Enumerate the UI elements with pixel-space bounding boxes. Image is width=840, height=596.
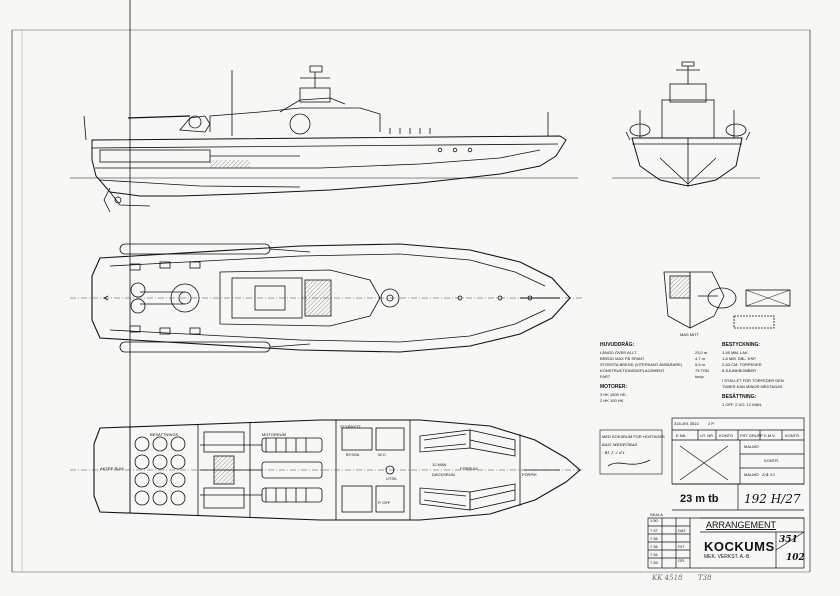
- boat-name: 23 m tb: [680, 493, 719, 505]
- section-label: MAS MITT: [680, 332, 700, 337]
- column-header: E NA.: [676, 433, 687, 438]
- archive-mark: KK 4518: [652, 574, 683, 582]
- revision-row: 7 53: [650, 560, 658, 565]
- revision-row: 7 56: [650, 536, 658, 541]
- interior-plan: [70, 0, 584, 521]
- stamp-line: - Bl. f. 2 d.t: [602, 450, 625, 455]
- revision-label: DAT.: [678, 528, 687, 533]
- armament-item: 1-40 MM. LAK.: [722, 350, 749, 355]
- motors-heading: MOTORER:: [600, 384, 628, 390]
- spec-value: 75 TON: [695, 368, 709, 373]
- room-label: 12 MAN: [432, 462, 447, 467]
- spec-label: STÖRSTA BREDD (VITERKANT AVBÄRARE): [600, 362, 683, 367]
- spec-value: 4,7 m: [695, 356, 706, 361]
- room-label: BESÄTTNINGS: [150, 432, 179, 437]
- midship-section: [663, 271, 791, 329]
- armament-note: I STÄLLET FÖR TORPEDER DEN: [722, 378, 784, 383]
- revision-row: 7 57: [650, 528, 658, 533]
- drawing-number: 192 H/27: [744, 492, 801, 506]
- armament-note: TUBER KAN MINOR MEDTAGAS: [722, 384, 783, 389]
- column-header: FRT GRUPP: [740, 433, 763, 438]
- archive-mark: T38: [698, 574, 712, 582]
- armament-item: 1-8 MM. DBL. KSP.: [722, 356, 757, 361]
- spec-label: FART: [600, 374, 611, 379]
- stamp-line: KAN MEDFÖRAS: [602, 442, 638, 447]
- ref-number: 2 P.: [708, 421, 715, 426]
- spec-value: knop: [695, 374, 704, 379]
- room-label: MOTORRUM: [262, 432, 286, 437]
- signature-row: KONTR.: [764, 458, 780, 463]
- room-label: UTSK.: [386, 476, 398, 481]
- title-block-grid: [647, 417, 805, 569]
- approval-stamp: [599, 429, 663, 475]
- spec-value: 23,0 m: [695, 350, 708, 355]
- revision-label: RIT: [678, 544, 685, 549]
- room-label: FÖRPIK: [522, 472, 537, 477]
- crew-value: 1 OFF. 2 UO. 12 MAN.: [722, 402, 763, 407]
- company-subtitle: MEK. VERKST. A.-B.: [704, 554, 751, 560]
- specs-heading: HUVUDDRÅG:: [600, 342, 635, 348]
- company-name: KOCKUMS: [704, 539, 775, 554]
- stamp-line: MED KOKSRUM FÖR HOSTAGES: [602, 434, 665, 439]
- room-label: DÄCKSRUM: [432, 472, 455, 477]
- column-header: K.M.V.: [764, 433, 776, 438]
- ref-number: 315-391 3510: [674, 421, 699, 426]
- side-profile: [70, 65, 578, 213]
- scale-value: 1:50: [650, 518, 658, 523]
- armament-item: 8-SJUNKBOMBER: [722, 368, 757, 373]
- room-label: STYRHYTT: [340, 424, 362, 429]
- room-label: W.C.: [378, 452, 387, 457]
- column-header: UT. NR.: [700, 433, 714, 438]
- room-label: BYSSA: [346, 452, 360, 457]
- room-label: AKTRE RUM: [100, 466, 124, 471]
- sheet-number-top: 351: [779, 535, 798, 545]
- drawing-title: ARRANGEMENT: [706, 520, 777, 530]
- end-view: [612, 61, 760, 187]
- spec-label: KONSTRUKTIONSDEPLACEMENT: [600, 368, 665, 373]
- sheet-border: [11, 29, 811, 573]
- motor-line: 2 HK 100 HK.: [600, 398, 625, 403]
- revision-row: 7 54: [650, 552, 658, 557]
- deck-plan: [70, 243, 582, 353]
- scale-label: SKALA: [650, 512, 663, 517]
- signature-row: MALMÖ: [744, 444, 759, 449]
- motor-line: 3 HK 1500 HK.: [600, 392, 627, 397]
- armament-heading: BESTYCKNING:: [722, 342, 761, 348]
- armament-item: 2-53 CM. TORPEDER: [722, 362, 762, 367]
- signature-row: MALMÖ: [744, 472, 759, 477]
- room-label: P. OFF: [378, 500, 391, 505]
- drawing-date: 5/4-33: [762, 472, 775, 477]
- spec-label: BREDD MAX PÅ SPANT: [600, 356, 645, 361]
- room-label: FÖRRUM: [460, 466, 478, 471]
- column-header: KONTO: [719, 433, 734, 438]
- sheet-number-bottom: 102: [786, 553, 805, 563]
- crew-heading: BESÄTTNING:: [722, 394, 757, 400]
- spec-value: 5,5 m: [695, 362, 706, 367]
- column-header: KONTR.: [785, 433, 801, 438]
- spec-label: LÄNGD ÖVER ALLT: [600, 350, 637, 355]
- revision-row: 7 55: [650, 544, 658, 549]
- revision-label: GR.: [678, 558, 686, 563]
